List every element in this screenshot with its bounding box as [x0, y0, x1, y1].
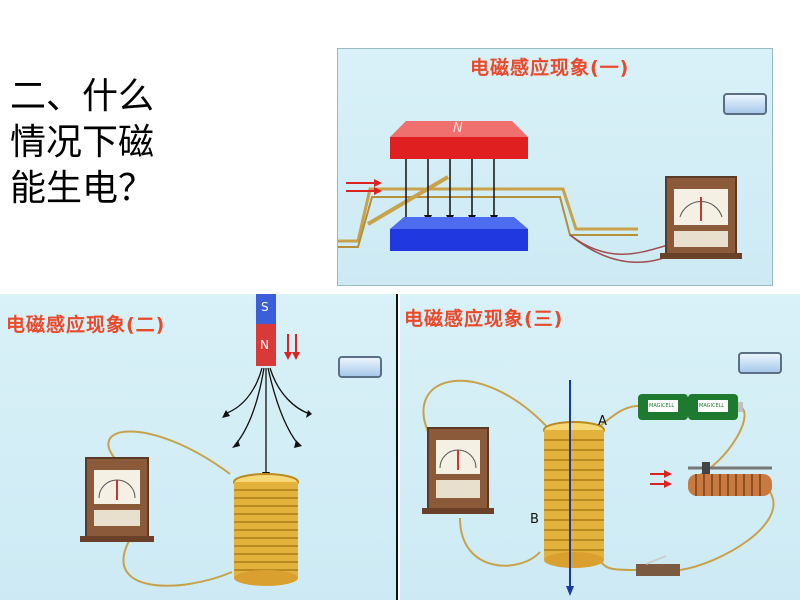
heading-line-2: 情况下磁	[10, 122, 155, 163]
panel-1-magnet-pole-label: N	[453, 121, 463, 136]
panel-3-battery-1-label: MAGICELL	[649, 403, 675, 409]
panel-1-play-button[interactable]	[723, 93, 767, 115]
panel-3-label-b: B	[530, 512, 539, 527]
panel-experiment-1: 电磁感应现象(一)	[337, 48, 773, 286]
panel-2-magnet-n-label: N	[260, 338, 269, 352]
heading-line-1: 二、什么	[10, 76, 155, 117]
panel-1-title: 电磁感应现象(一)	[470, 57, 630, 79]
panel-2-magnet-s-label: S	[261, 300, 269, 314]
panel-3-diagram	[422, 379, 775, 596]
panel-3-title: 电磁感应现象(三)	[404, 308, 564, 330]
heading-line-3: 能生电？	[10, 168, 155, 209]
question-heading: 二、什么 情况下磁 能生电？	[10, 74, 154, 212]
panel-3-play-button[interactable]	[738, 352, 782, 374]
panel-experiment-3: 电磁感应现象(三)	[400, 294, 800, 600]
panel-2-diagram	[80, 294, 312, 587]
panel-2-title: 电磁感应现象(二)	[6, 314, 166, 336]
panel-3-battery-2-label: MAGICELL	[699, 403, 725, 409]
panel-experiment-2: 电磁感应现象(二)	[0, 294, 398, 600]
panel-1-diagram	[338, 121, 742, 263]
panel-2-play-button[interactable]	[338, 356, 382, 378]
panel-3-label-a: A	[598, 414, 607, 429]
